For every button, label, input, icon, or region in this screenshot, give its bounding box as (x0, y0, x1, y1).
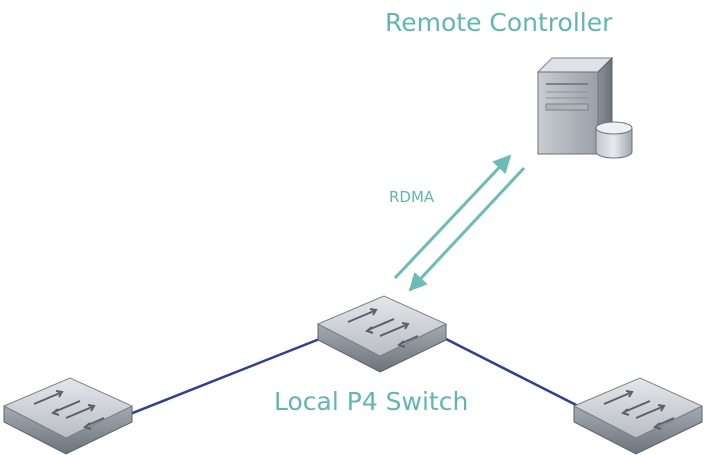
rdma-label: RDMA (389, 188, 435, 206)
local-switch-label: Local P4 Switch (274, 387, 469, 416)
rdma-arrow-up (393, 154, 512, 280)
remote-controller-label: Remote Controller (385, 8, 613, 37)
network-switch-icon (2, 377, 134, 455)
link-right (443, 336, 591, 414)
server-with-database-icon (536, 56, 633, 159)
link-left (119, 336, 323, 420)
network-switch-icon (316, 295, 448, 373)
rdma-arrow-down (408, 166, 526, 292)
network-switch-icon (572, 377, 704, 455)
